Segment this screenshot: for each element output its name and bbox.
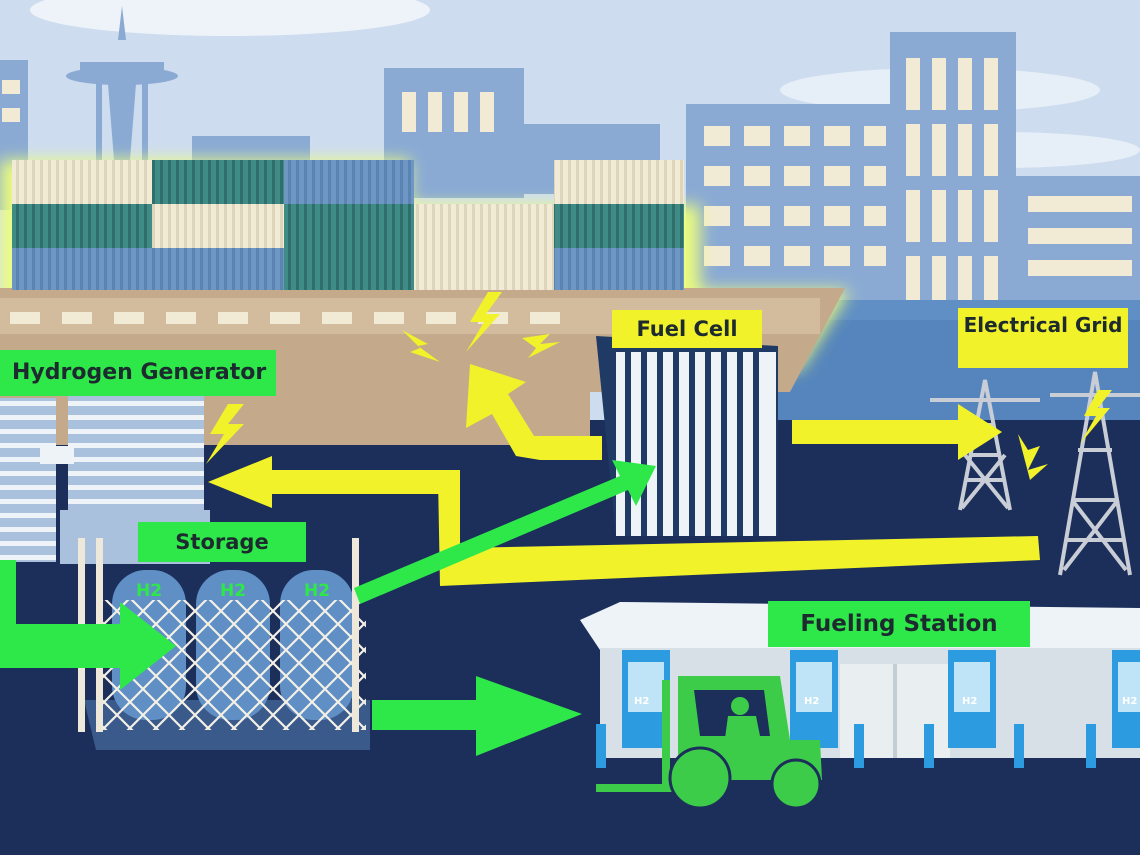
h2-arrow-storage-to-station — [372, 676, 582, 756]
power-arrow-return-line — [438, 478, 1040, 586]
tank-label: H2 — [304, 581, 330, 601]
forklift-icon — [596, 676, 822, 810]
storage-label: Storage — [138, 522, 306, 562]
building — [1016, 176, 1140, 312]
tank-label: H2 — [136, 581, 162, 601]
electricity-flow-arrows — [208, 364, 1040, 586]
power-arrow-fuelcell-to-grid — [792, 404, 1002, 460]
fuel-cell-label: Fuel Cell — [612, 310, 762, 348]
transmission-tower-icon — [930, 371, 1140, 576]
tank-label: H2 — [220, 581, 246, 601]
hydrogen-generator-label: Hydrogen Generator — [0, 350, 276, 396]
cloud — [30, 0, 430, 36]
space-needle-tower — [66, 6, 178, 160]
dispenser-label: H2 — [962, 696, 977, 707]
dispenser-label: H2 — [1122, 696, 1137, 707]
h2-arrow-generator-to-storage — [0, 560, 176, 690]
fuel-cell-unit — [596, 336, 778, 536]
shipping-containers — [12, 160, 684, 290]
hydrogen-flow-arrows — [0, 460, 656, 756]
power-arrow-to-generator — [208, 456, 460, 508]
electrical-grid-label: Electrical Grid — [958, 308, 1128, 368]
dispenser-label: H2 — [634, 696, 649, 707]
building — [890, 32, 1016, 322]
h2-arrow-storage-to-fuelcell — [354, 460, 656, 604]
dispenser-label: H2 — [804, 696, 819, 707]
fueling-station-label: Fueling Station — [768, 601, 1030, 647]
building — [686, 104, 896, 314]
lightning-bolt-icon — [206, 292, 1112, 480]
power-arrow-to-ship — [466, 364, 602, 460]
